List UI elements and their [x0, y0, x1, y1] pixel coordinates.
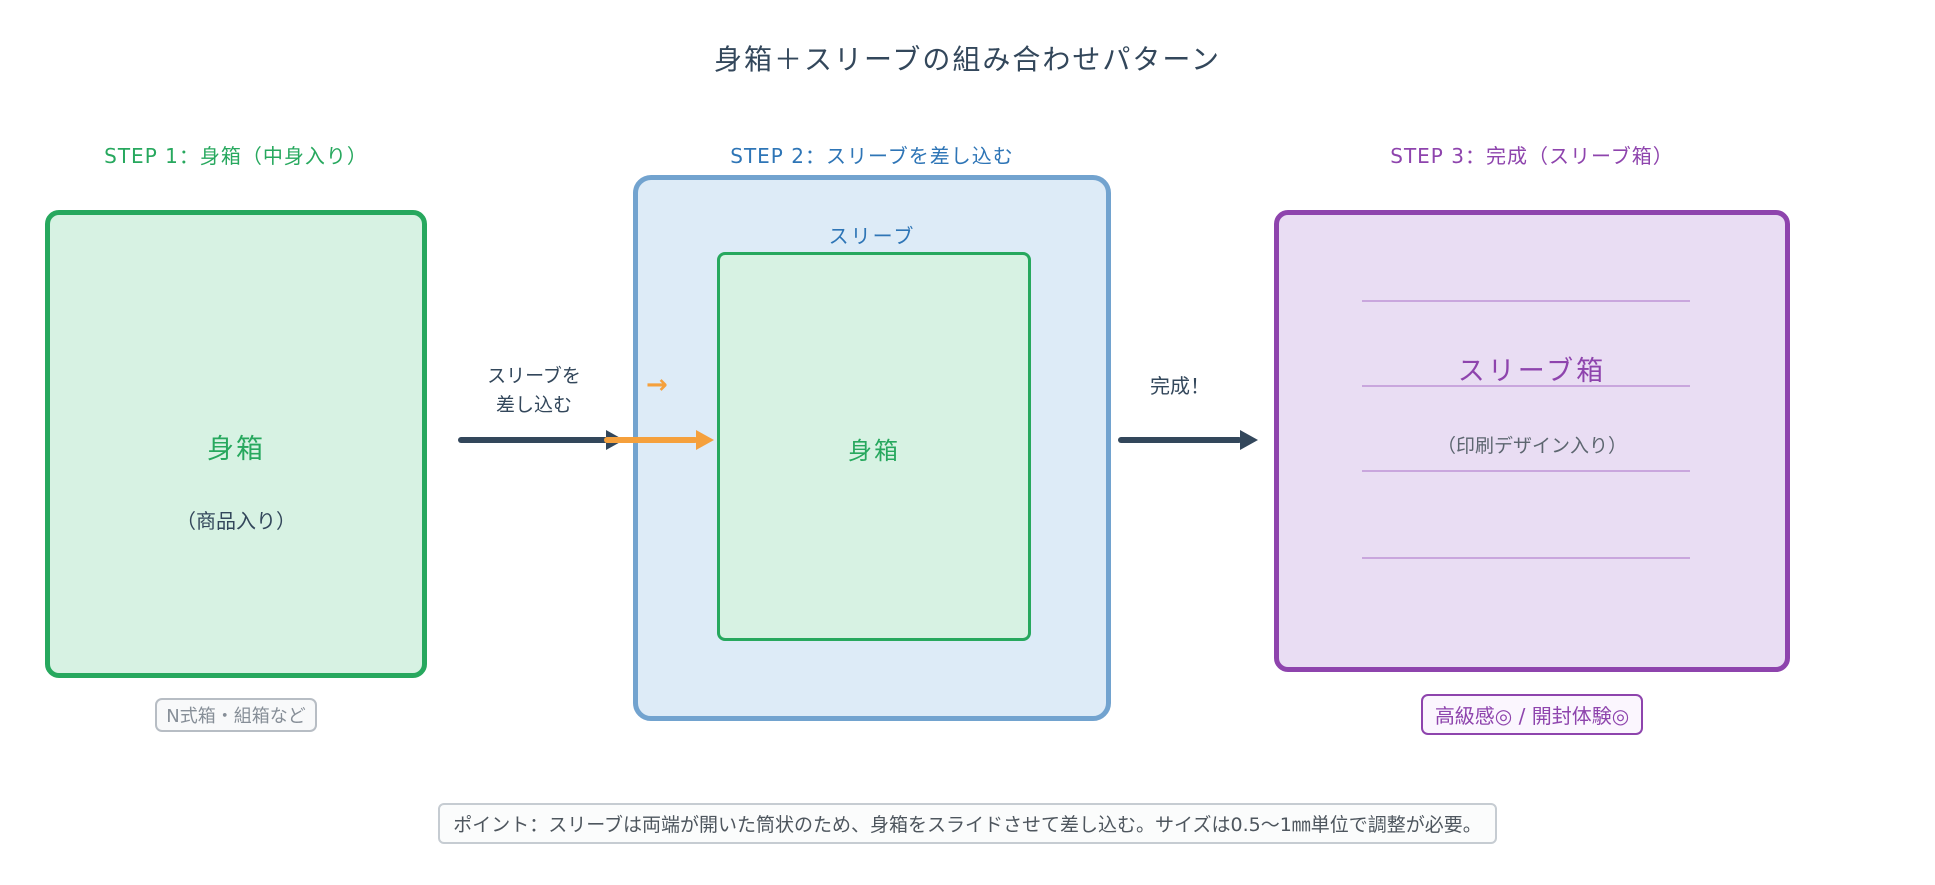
step1-badge: N式箱・組箱など — [155, 698, 317, 732]
step3-header: STEP 3：完成（スリーブ箱） — [1390, 144, 1674, 168]
step3-box-label: スリーブ箱 — [1457, 356, 1607, 387]
insert-direction-arrow-icon: → — [646, 370, 668, 400]
footer-note-row: ポイント：スリーブは両端が開いた筒状のため、身箱をスライドさせて差し込む。サイズ… — [0, 803, 1935, 844]
diagram-title: 身箱＋スリーブの組み合わせパターン — [714, 43, 1221, 76]
step3-finished-box: スリーブ箱 （印刷デザイン入り） — [1274, 210, 1790, 672]
step2-inner-box-label: 身箱 — [848, 437, 900, 465]
print-design-line — [1362, 385, 1690, 387]
arrow2-shaft — [1118, 437, 1242, 443]
step1-body-box: 身箱 （商品入り） — [45, 210, 427, 678]
arrow1-label-line1: スリーブを — [487, 365, 581, 387]
print-design-line — [1362, 557, 1690, 559]
arrow2-label: 完成！ — [1150, 374, 1210, 398]
footer-note: ポイント：スリーブは両端が開いた筒状のため、身箱をスライドさせて差し込む。サイズ… — [438, 803, 1497, 844]
step2-sleeve-box: スリーブ 身箱 → — [633, 175, 1111, 721]
print-design-line — [1362, 300, 1690, 302]
step2-inner-body-box: 身箱 — [717, 252, 1031, 641]
step1-badge-row: N式箱・組箱など — [45, 698, 427, 732]
print-design-line — [1362, 470, 1690, 472]
arrow1-shaft — [458, 437, 610, 443]
arrow1-label-line2: 差し込む — [495, 394, 572, 416]
arrow2-head-icon — [1240, 430, 1258, 450]
step2-header: STEP 2：スリーブを差し込む — [730, 144, 1014, 168]
step1-box-sublabel: （商品入り） — [176, 509, 296, 533]
arrow1-label: スリーブを 差し込む — [448, 362, 620, 420]
step3-badge: 高級感◎ / 開封体験◎ — [1420, 694, 1644, 735]
step1-header: STEP 1：身箱（中身入り） — [104, 144, 368, 168]
insert-arrow-shaft — [604, 437, 698, 443]
insert-arrow-head-icon — [696, 430, 714, 450]
sleeve-label: スリーブ — [828, 224, 916, 248]
step3-box-sublabel: （印刷デザイン入り） — [1436, 435, 1627, 457]
step3-badge-row: 高級感◎ / 開封体験◎ — [1274, 694, 1790, 735]
step1-box-label: 身箱 — [207, 434, 265, 465]
